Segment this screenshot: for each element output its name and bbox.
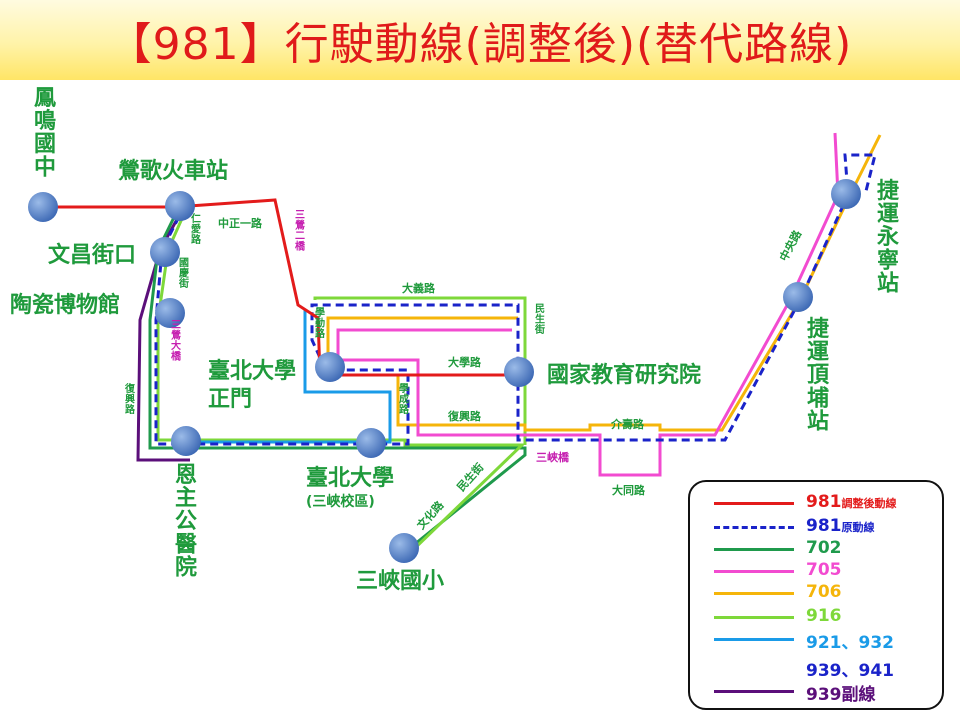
legend-item: 706 [714, 582, 944, 604]
road-label-guoqing: 國慶街 [178, 257, 189, 290]
legend-label: 921、932 [806, 633, 894, 653]
legend-label: 981原動線 [806, 516, 875, 536]
stop-yingge-dot [165, 191, 195, 221]
stop-ceramics-dot [155, 298, 185, 328]
road-label-sanying2: 三鶯二橋 [295, 209, 306, 253]
legend-item: 939副線 [714, 680, 944, 705]
road-label-jieshou: 介壽路 [610, 417, 645, 431]
stop-ntpu-gate-dot [315, 352, 345, 382]
road-label-sanying: 三鶯大橋 [171, 319, 182, 363]
legend-label: 702 [806, 538, 842, 558]
road-label-sanxia-bridge: 三峽橋 [536, 450, 570, 464]
station-label-ceramics: 陶瓷博物館 [10, 292, 120, 318]
legend-swatch [714, 526, 794, 529]
station-label-naer: 國家教育研究院 [547, 362, 701, 388]
station-label-fengming: 鳳鳴國中 [34, 86, 56, 180]
road-label-xuecheng: 學成路 [399, 382, 410, 416]
legend-swatch [714, 638, 794, 641]
stop-sanxia-elem-dot [389, 533, 419, 563]
road-label-fuxing-left: 復興路 [124, 382, 136, 416]
road-label-datong: 大同路 [612, 483, 646, 497]
road-label-fuxing-mid: 復興路 [447, 409, 482, 423]
road-label-zhongyang: 中央路 [776, 227, 804, 264]
stop-enzhu-dot [171, 426, 201, 456]
route-939sub-line [136, 204, 190, 462]
road-label-daxue: 大學路 [448, 355, 482, 369]
route-921-line [180, 310, 392, 444]
road-label-xueqin: 學勤路 [315, 306, 326, 340]
station-label-yingge: 鶯歌火車站 [118, 158, 228, 184]
road-label-wenhua: 文化路 [414, 497, 447, 532]
station-label-ntpu-gate-1: 臺北大學 [208, 358, 296, 384]
legend-swatch [714, 570, 794, 573]
route-916-upper [313, 296, 527, 445]
station-label-sanxia-elem: 三峽國小 [356, 569, 444, 594]
route-981-adjusted-line [42, 198, 518, 377]
legend-item: 705 [714, 560, 944, 582]
legend-swatch [714, 592, 794, 595]
legend-item: 981原動線 [714, 516, 944, 538]
legend-item: 939、941 [714, 656, 944, 681]
legend-label: 916 [806, 606, 842, 626]
page-title: 【981】行駛動線(調整後)(替代路線) [107, 19, 853, 70]
stop-yongning-dot [831, 179, 861, 209]
station-label-enzhu: 恩主公醫院 [175, 463, 197, 580]
legend-item: 916 [714, 606, 944, 628]
stop-fengming-dot [28, 192, 58, 222]
road-label-renai: 仁愛路 [191, 212, 202, 246]
legend-item: 702 [714, 538, 944, 560]
legend-swatch [714, 690, 794, 693]
legend-label: 705 [806, 560, 842, 580]
stop-ntpu-dot [356, 428, 386, 458]
station-label-ntpu-sub: (三峽校區) [306, 493, 375, 510]
stop-naer-dot [504, 357, 534, 387]
legend: 981調整後動線 981原動線 702 705 706 916 921、932 … [688, 480, 944, 710]
station-label-dingpu: 捷運頂埔站 [807, 317, 830, 434]
header-band [0, 0, 960, 80]
legend-label: 939、941 [806, 661, 894, 681]
legend-swatch [714, 616, 794, 619]
station-label-ntpu-gate-2: 正門 [208, 387, 252, 412]
legend-item: 981調整後動線 [714, 492, 944, 514]
station-label-ntpu: 臺北大學 [306, 465, 394, 491]
road-label-zhongzheng1: 中正一路 [218, 216, 263, 230]
legend-label: 981調整後動線 [806, 492, 897, 512]
legend-label: 706 [806, 582, 842, 602]
stop-wenchang-dot [150, 237, 180, 267]
road-label-dayi: 大義路 [402, 281, 436, 295]
legend-swatch [714, 502, 794, 505]
stop-dingpu-dot [783, 282, 813, 312]
legend-swatch [714, 548, 794, 551]
legend-label: 939副線 [806, 685, 876, 705]
station-label-yongning: 捷運永寧站 [877, 179, 900, 296]
legend-item: 921、932 [714, 628, 944, 653]
station-label-wenchang: 文昌街口 [48, 242, 136, 268]
road-label-minsheng-top: 民生街 [534, 303, 545, 336]
